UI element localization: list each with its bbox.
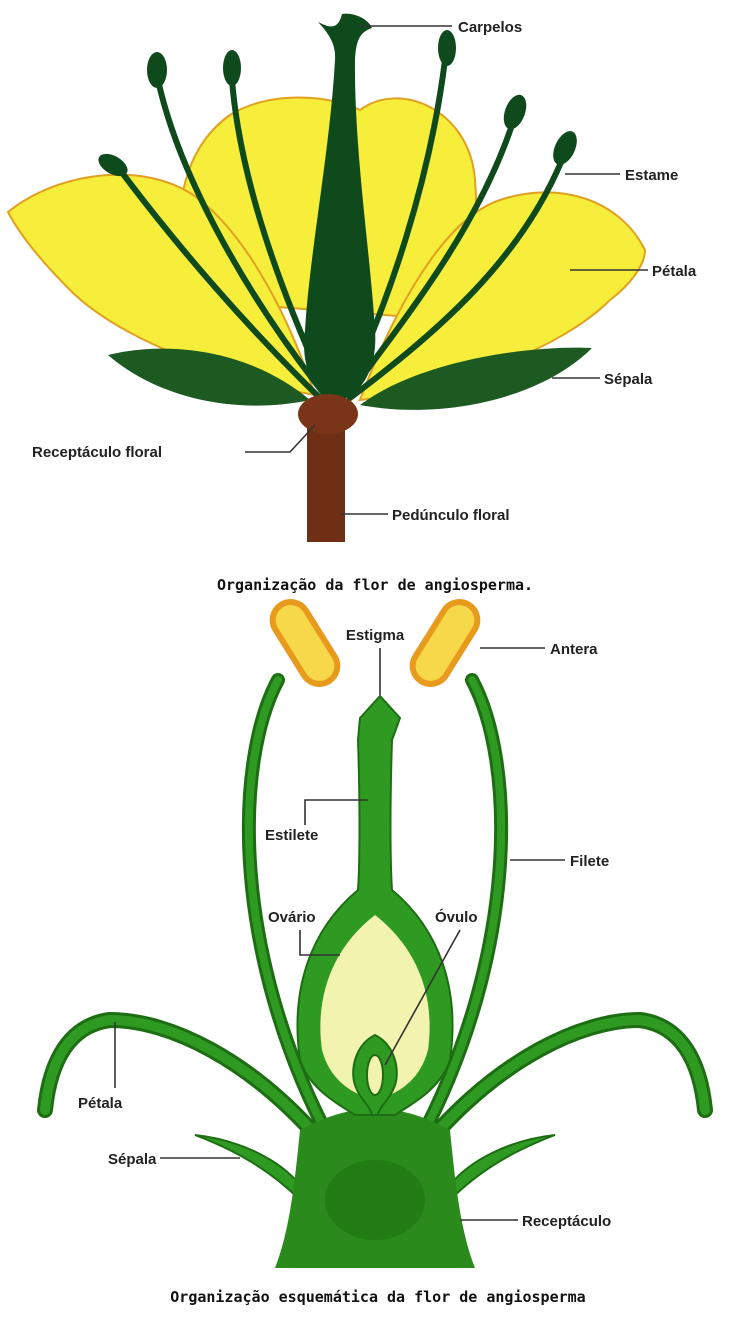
label-receptaculo: Receptáculo (522, 1213, 611, 1230)
label-antera: Antera (550, 641, 598, 658)
schematic-flower: Estigma Antera Estilete Filete Ovário Óv… (37, 599, 713, 1306)
realistic-flower: Carpelos Estame Pétala Sépala Receptácul… (6, 13, 697, 594)
label-sepala-schematic: Sépala (108, 1151, 157, 1168)
caption-top: Organização da flor de angiosperma. (217, 576, 533, 594)
label-estame: Estame (625, 167, 678, 184)
label-carpelos: Carpelos (458, 19, 522, 36)
anthers (98, 30, 577, 177)
peduncle (307, 420, 345, 542)
left-sepal (108, 348, 310, 406)
filaments (241, 673, 509, 1147)
label-receptaculo-floral: Receptáculo floral (32, 444, 162, 461)
ovary-cavity (320, 915, 430, 1095)
label-ovario: Ovário (268, 909, 316, 926)
receptacle (298, 394, 358, 434)
caption-bottom: Organização esquemática da flor de angio… (170, 1288, 585, 1306)
anthers (269, 599, 481, 687)
right-sepal (360, 347, 592, 410)
label-estigma: Estigma (346, 627, 405, 644)
label-petala-schematic: Pétala (78, 1095, 123, 1112)
pistil (304, 13, 376, 401)
label-filete: Filete (570, 853, 609, 870)
label-ovulo: Óvulo (435, 908, 478, 926)
right-petal (358, 191, 647, 402)
label-pedunculo-floral: Pedúnculo floral (392, 507, 510, 524)
label-estilete: Estilete (265, 827, 318, 844)
label-sepala: Sépala (604, 371, 653, 388)
label-petala: Pétala (652, 263, 697, 280)
